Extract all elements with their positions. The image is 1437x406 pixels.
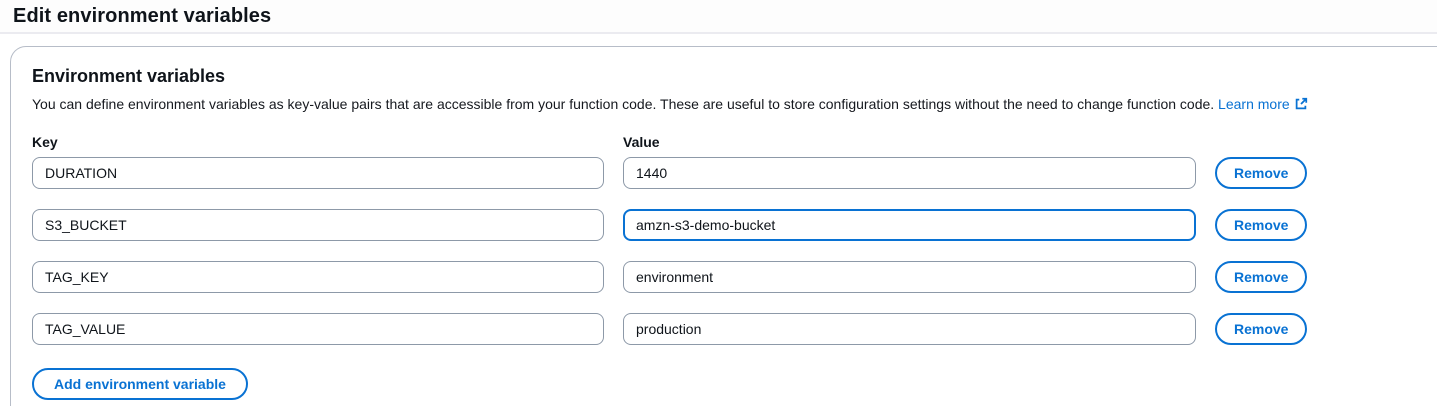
remove-button[interactable]: Remove [1215, 157, 1308, 189]
value-input[interactable] [623, 261, 1196, 293]
panel-title: Environment variables [32, 66, 226, 86]
value-column-label: Value [623, 134, 660, 150]
key-input[interactable] [32, 157, 604, 189]
panel-description: You can define environment variables as … [32, 94, 1437, 116]
value-input[interactable] [623, 313, 1196, 345]
key-input[interactable] [32, 261, 604, 293]
env-var-rows: Remove Remove Remove Remove [32, 157, 1437, 345]
env-var-row: Remove [32, 261, 1437, 293]
value-input[interactable] [623, 157, 1196, 189]
external-link-icon [1294, 96, 1308, 116]
panel-description-text: You can define environment variables as … [32, 96, 1215, 112]
remove-button[interactable]: Remove [1215, 261, 1308, 293]
env-var-row: Remove [32, 313, 1437, 345]
page-title: Edit environment variables [13, 5, 272, 27]
remove-button[interactable]: Remove [1215, 209, 1308, 241]
add-environment-variable-button[interactable]: Add environment variable [32, 368, 248, 400]
learn-more-link[interactable]: Learn more [1218, 96, 1290, 112]
key-input[interactable] [32, 209, 604, 241]
column-labels: Key Value [32, 134, 1437, 150]
env-var-row: Remove [32, 209, 1437, 241]
key-input[interactable] [32, 313, 604, 345]
environment-variables-panel: Environment variables You can define env… [10, 46, 1437, 406]
page-header: Edit environment variables [0, 0, 1437, 34]
remove-button[interactable]: Remove [1215, 313, 1308, 345]
key-column-label: Key [32, 134, 58, 150]
value-input[interactable] [623, 209, 1196, 241]
env-var-row: Remove [32, 157, 1437, 189]
